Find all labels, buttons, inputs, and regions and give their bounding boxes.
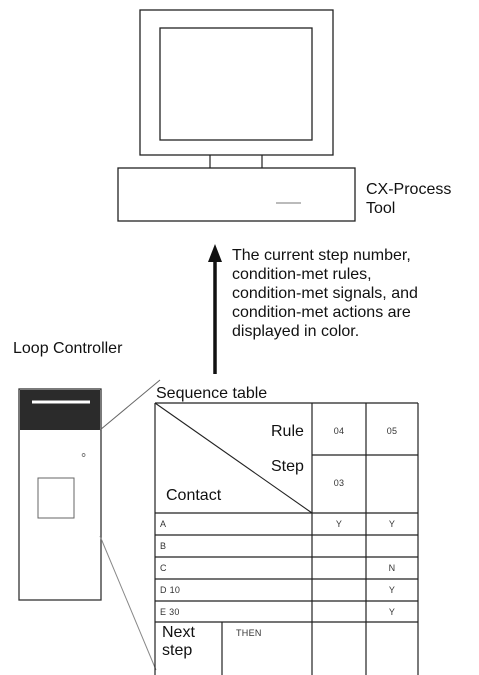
- contact-d10: D 10: [160, 585, 181, 595]
- computer-base-icon: [117, 167, 356, 222]
- row-a-value-1: Y: [335, 519, 343, 529]
- contact-header-label: Contact: [166, 487, 222, 504]
- contact-b: B: [160, 541, 167, 551]
- row-c-value-1: [312, 557, 366, 579]
- then-label: THEN: [236, 628, 262, 638]
- indicator-icon: ⚬: [79, 450, 89, 462]
- row-b-value-1: [312, 535, 366, 557]
- tool-label-line2: Tool: [366, 200, 396, 217]
- contact-e30: E 30: [160, 606, 180, 617]
- step-value-1: 03: [333, 478, 345, 488]
- up-arrow-icon: [208, 244, 222, 374]
- row-d10-value-1: [312, 579, 366, 601]
- rule-value-2: 05: [386, 426, 398, 436]
- computer-monitor-icon: [139, 9, 334, 156]
- tool-label-line1: CX-Process: [366, 181, 452, 198]
- row-d10-value-2: Y: [388, 585, 396, 595]
- row-b-value-2: [366, 535, 418, 557]
- rule-value-1: 04: [333, 426, 345, 436]
- description-line3: condition-met signals, and: [232, 285, 418, 302]
- description-line5: displayed in color.: [232, 323, 360, 340]
- step-header-label: Step: [271, 458, 304, 475]
- sequence-table-grid: [154, 402, 419, 675]
- sequence-table-label: Sequence table: [156, 385, 268, 402]
- loop-controller-label: Loop Controller: [13, 340, 123, 357]
- description-line1: The current step number,: [232, 247, 411, 264]
- next-step-label-line2: step: [162, 642, 193, 659]
- description-line2: condition-met rules,: [232, 266, 372, 283]
- loop-controller-icon: [18, 388, 102, 601]
- row-e30-value-2: Y: [388, 606, 396, 617]
- contact-c: C: [160, 563, 167, 573]
- description-line4: condition-met actions are: [232, 304, 411, 321]
- row-a-value-2: Y: [388, 519, 396, 529]
- contact-a: A: [160, 519, 167, 529]
- next-step-label-line1: Next: [162, 624, 195, 641]
- row-c-value-2: N: [388, 563, 396, 573]
- step-value-2: [366, 476, 418, 490]
- row-e30-value-1: [312, 601, 366, 622]
- rule-header-label: Rule: [271, 423, 304, 440]
